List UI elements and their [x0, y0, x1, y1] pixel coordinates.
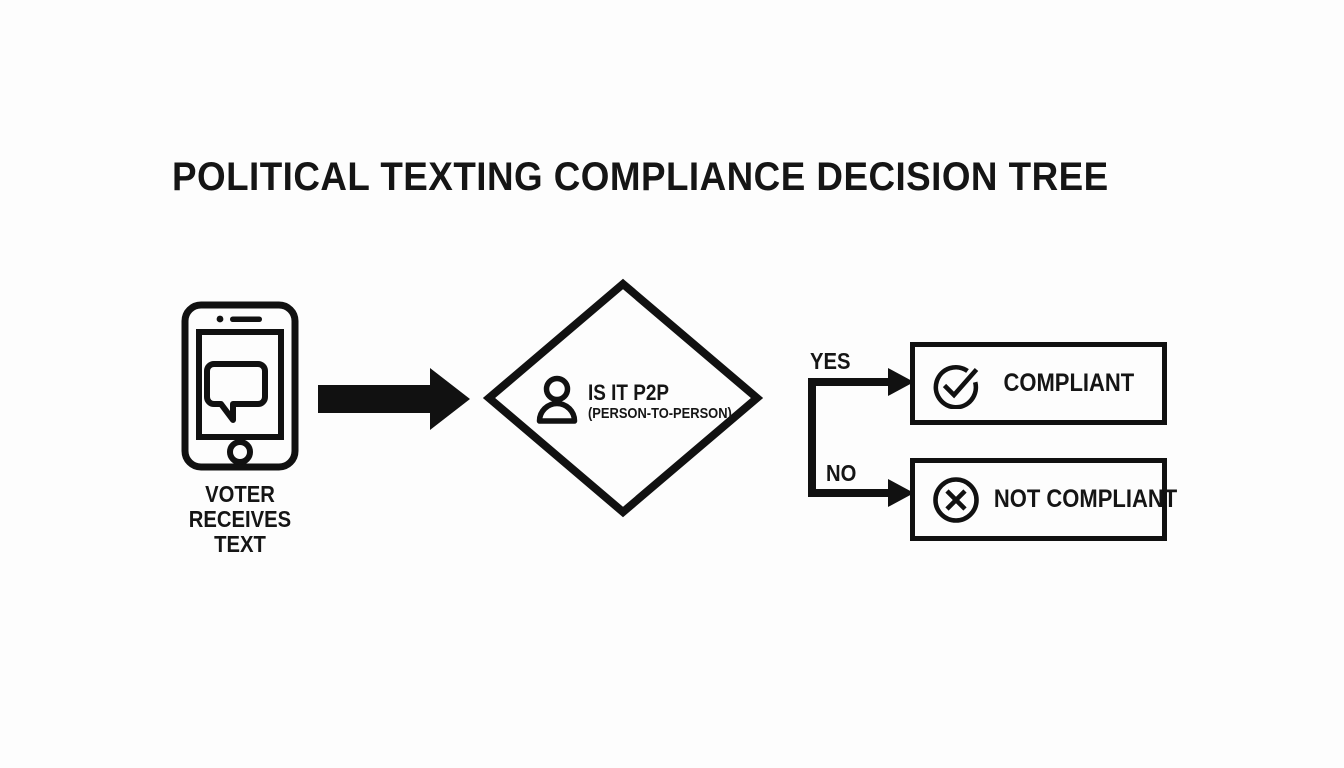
page-title: POLITICAL TEXTING COMPLIANCE DECISION TR… — [172, 155, 1109, 199]
decision-label-block: IS IT P2P (PERSON-TO-PERSON) — [588, 381, 755, 423]
x-circle-icon — [931, 475, 981, 525]
check-circle-icon — [931, 359, 981, 410]
branch-label-no: NO — [826, 460, 857, 486]
start-node-caption: VOTER RECEIVES TEXT — [150, 482, 330, 557]
smartphone-message-icon — [180, 300, 300, 477]
decision-diamond-shape — [482, 278, 764, 523]
right-block-arrow-icon — [318, 366, 472, 432]
outcome-box-not-compliant[interactable]: NOT COMPLIANT — [910, 458, 1177, 541]
outcome-box-compliant[interactable]: COMPLIANT — [910, 342, 1167, 425]
decision-node: IS IT P2P (PERSON-TO-PERSON) — [482, 278, 764, 518]
start-node: VOTER RECEIVES TEXT — [150, 300, 330, 557]
decision-question: IS IT P2P — [588, 380, 669, 405]
outcome-label-compliant: COMPLIANT — [1003, 369, 1135, 397]
decision-question-detail: (PERSON-TO-PERSON) — [588, 405, 732, 422]
outcome-label-not-compliant: NOT COMPLIANT — [993, 485, 1178, 513]
branch-label-yes: YES — [810, 348, 851, 374]
person-icon — [535, 375, 579, 430]
start-node-caption-line1: VOTER — [205, 481, 275, 507]
decision-content: IS IT P2P (PERSON-TO-PERSON) — [535, 374, 735, 430]
branch-connectors — [800, 365, 920, 510]
start-node-caption-line2: RECEIVES TEXT — [188, 506, 292, 557]
